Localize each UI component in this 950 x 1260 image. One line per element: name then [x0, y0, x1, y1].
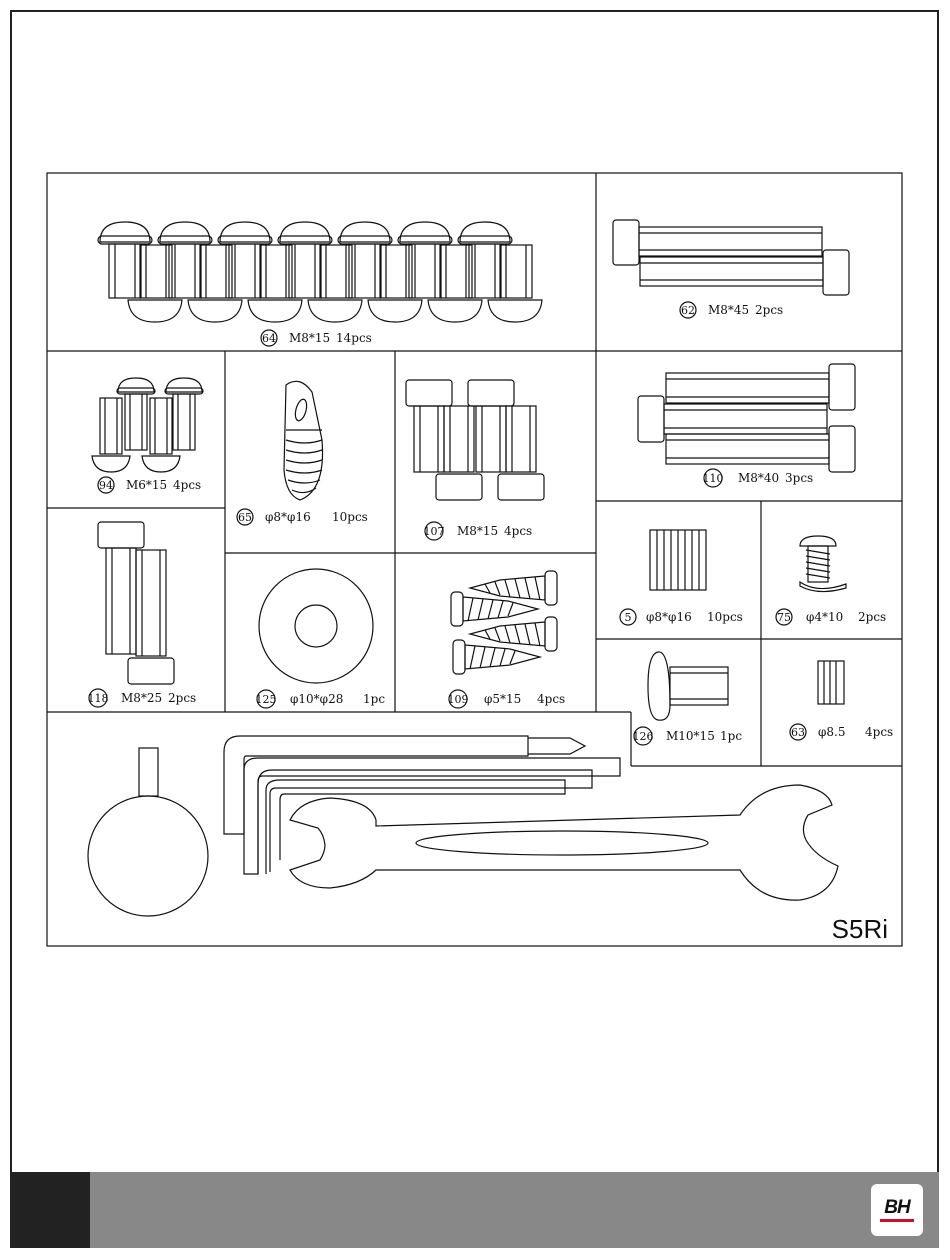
model-name: S5Ri	[832, 914, 888, 944]
knob-tool-drawing	[88, 748, 208, 916]
bolt-62-drawing	[613, 220, 849, 295]
screw-109-drawing	[451, 571, 557, 674]
bolt-64-drawing	[98, 222, 542, 322]
part-63-number: 63	[791, 726, 805, 739]
page-footer: BH	[10, 1172, 939, 1248]
part-109-spec: φ5*15	[484, 692, 521, 706]
part-5-qty: 10pcs	[707, 610, 743, 624]
part-110-spec: M8*40	[738, 471, 779, 485]
brand-logo-underline	[880, 1219, 914, 1222]
part-118-qty: 2pcs	[168, 691, 196, 705]
part-63-spec: φ8.5	[818, 725, 846, 739]
part-118-number: 118	[88, 692, 109, 705]
part-107-qty: 4pcs	[504, 524, 532, 538]
screw-75-drawing	[800, 536, 846, 592]
part-94-number: 94	[99, 479, 113, 492]
part-64-number: 64	[262, 332, 276, 345]
washer-stack-5-drawing	[650, 530, 706, 590]
footer-band	[90, 1172, 939, 1248]
part-65-spec: φ8*φ16	[265, 510, 311, 524]
footer-page-block	[10, 1172, 90, 1248]
part-number-circles	[89, 302, 806, 745]
part-109-number: 109	[448, 693, 469, 706]
part-5-number: 5	[625, 611, 632, 624]
part-109-qty: 4pcs	[537, 692, 565, 706]
part-5-spec: φ8*φ16	[646, 610, 692, 624]
part-62-number: 62	[681, 304, 695, 317]
part-94-spec: M6*15	[126, 478, 167, 492]
part-126-number: 126	[633, 730, 654, 743]
part-126-qty: 1pc	[720, 729, 742, 743]
wrench-drawing	[290, 785, 838, 900]
washer-stack-65-drawing	[284, 381, 323, 500]
part-62-spec: M8*45	[708, 303, 749, 317]
part-125-qty: 1pc	[363, 692, 385, 706]
part-62-qty: 2pcs	[755, 303, 783, 317]
brand-logo: BH	[871, 1184, 923, 1236]
part-110-number: 110	[703, 472, 724, 485]
part-126-spec: M10*15	[666, 729, 715, 743]
part-94-qty: 4pcs	[173, 478, 201, 492]
brand-logo-text: BH	[884, 1198, 909, 1217]
bolt-94-drawing	[92, 378, 203, 472]
part-63-qty: 4pcs	[865, 725, 893, 739]
bolt-107-drawing	[406, 380, 544, 500]
part-107-number: 107	[424, 525, 445, 538]
washer-stack-63-drawing	[818, 661, 844, 704]
part-64-spec: M8*15	[289, 331, 330, 345]
bolt-118-drawing	[98, 522, 174, 684]
part-65-number: 65	[238, 511, 252, 524]
part-125-spec: φ10*φ28	[290, 692, 343, 706]
part-64-qty: 14pcs	[336, 331, 372, 345]
allen-keys-drawing	[224, 736, 620, 874]
part-107-spec: M8*15	[457, 524, 498, 538]
part-75-qty: 2pcs	[858, 610, 886, 624]
part-125-number: 125	[256, 693, 277, 706]
part-75-number: 75	[777, 611, 791, 624]
bolt-110-drawing	[638, 364, 855, 472]
part-110-qty: 3pcs	[785, 471, 813, 485]
part-75-spec: φ4*10	[806, 610, 843, 624]
part-labels: 64 M8*15 14pcs 62 M8*45 2pcs 94 M6*15 4p…	[88, 303, 894, 944]
part-65-qty: 10pcs	[332, 510, 368, 524]
washer-125-drawing	[259, 569, 373, 683]
bolt-126-drawing	[648, 652, 728, 720]
part-118-spec: M8*25	[121, 691, 162, 705]
